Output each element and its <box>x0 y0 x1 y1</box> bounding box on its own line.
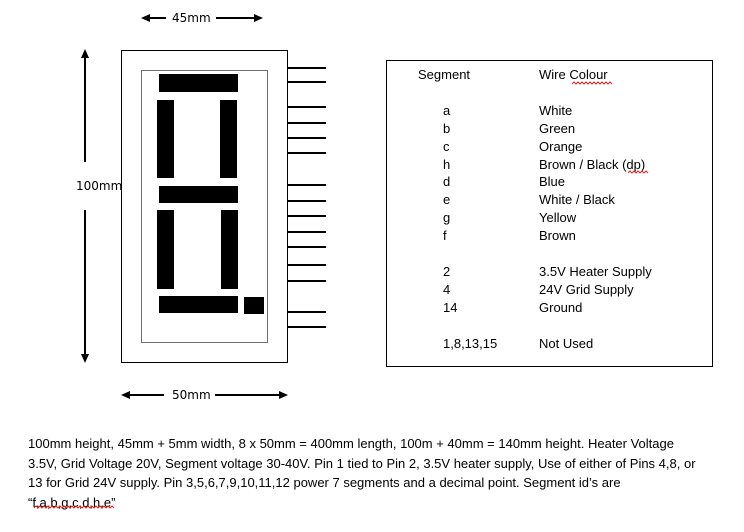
pin-12 <box>288 264 326 266</box>
dimension-label-100mm: 100mm <box>76 179 123 193</box>
row-colour: Brown / Black (dp) <box>539 157 646 172</box>
pin-14 <box>288 311 326 313</box>
description-line-3: 13 for Grid 24V supply. Pin 3,5,6,7,9,10… <box>28 475 621 490</box>
row-pin: 14 <box>443 300 458 315</box>
row-colour: White <box>539 103 573 118</box>
segment-e <box>157 210 174 289</box>
row-segment: g <box>443 210 451 225</box>
segment-d <box>159 296 238 313</box>
segment-c <box>221 210 238 289</box>
description-paragraph: 100mm height, 45mm + 5mm width, 8 x 50mm… <box>28 434 728 512</box>
description-line-1: 100mm height, 45mm + 5mm width, 8 x 50mm… <box>28 436 674 451</box>
row-segment: e <box>443 192 451 207</box>
pin-9 <box>288 215 326 217</box>
row-function: 24V Grid Supply <box>539 282 634 297</box>
pin-4 <box>288 122 326 124</box>
pin-15 <box>288 326 326 328</box>
dimension-label-45mm: 45mm <box>172 11 211 25</box>
spellcheck-squiggle-segment-ids <box>33 505 115 509</box>
row-function-unused: Not Used <box>539 336 594 351</box>
spellcheck-squiggle-dp <box>627 170 649 174</box>
header-segment: Segment <box>418 67 471 82</box>
row-function: Ground <box>539 300 583 315</box>
row-segment: b <box>443 121 451 136</box>
arrow-45mm <box>141 14 263 22</box>
segment-dp <box>244 297 264 314</box>
row-segment: d <box>443 174 451 189</box>
row-pin: 4 <box>443 282 451 297</box>
row-function: 3.5V Heater Supply <box>539 264 652 279</box>
arrow-50mm <box>121 391 288 399</box>
pin-5 <box>288 137 326 139</box>
segment-g <box>159 186 238 203</box>
row-colour: White / Black <box>539 192 615 207</box>
pin-13 <box>288 280 326 282</box>
pin-10 <box>288 231 326 233</box>
header-wire-colour-text: Wire Colour <box>539 67 608 82</box>
pin-3 <box>288 106 326 108</box>
row-colour: Green <box>539 121 576 136</box>
description-line-4: “f,a,b,g,c,d,h,e” <box>28 494 116 510</box>
row-colour: Yellow <box>539 210 577 225</box>
row-pin-unused: 1,8,13,15 <box>443 336 498 351</box>
segment-f <box>157 100 174 178</box>
wire-colour-table <box>386 60 713 367</box>
header-wire-colour: Wire Colour <box>539 67 608 82</box>
row-colour: Blue <box>539 174 566 189</box>
row-pin: 2 <box>443 264 451 279</box>
row-segment: a <box>443 103 451 118</box>
pin-1 <box>288 67 326 69</box>
description-line-2: 3.5V, Grid Voltage 20V, Segment voltage … <box>28 455 696 471</box>
dimension-label-50mm: 50mm <box>172 388 211 402</box>
pin-7 <box>288 184 326 186</box>
spellcheck-squiggle-colour <box>571 81 613 85</box>
row-colour: Orange <box>539 139 583 154</box>
pin-8 <box>288 200 326 202</box>
row-segment: h <box>443 157 451 172</box>
row-colour: Brown <box>539 228 576 243</box>
segment-a <box>159 74 238 92</box>
pin-2 <box>288 81 326 83</box>
row-segment: f <box>443 228 447 243</box>
segment-b <box>220 100 237 178</box>
pin-6 <box>288 152 326 154</box>
row-segment: c <box>443 139 450 154</box>
pin-11 <box>288 246 326 248</box>
arrow-100mm <box>81 49 89 363</box>
